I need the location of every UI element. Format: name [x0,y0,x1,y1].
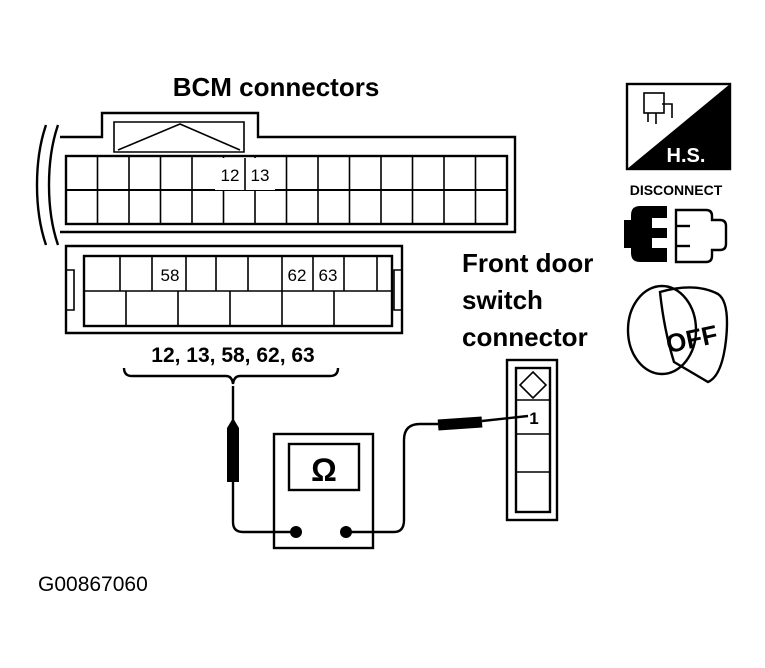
ohm-symbol: Ω [311,452,337,488]
front-door-pin-1: 1 [529,409,538,428]
meter-terminal-left [290,526,302,538]
bcm-upper-connector: 12 13 [35,111,517,246]
probe-left [227,386,296,534]
bcm-pin-62: 62 [288,266,307,285]
diagram-title: BCM connectors [173,72,380,102]
front-door-label-line2: switch [462,285,543,315]
ohmmeter: Ω [272,432,375,550]
front-door-label-line3: connector [462,322,588,352]
front-door-switch-connector: Front door switch connector 1 [462,248,593,522]
hs-label: H.S. [667,145,706,167]
probe-right [346,414,529,534]
disconnect-label: DISCONNECT [630,182,723,198]
bcm-pin-13: 13 [251,166,270,185]
bcm-pin-12: 12 [221,166,240,185]
figure-code: G00867060 [38,573,148,596]
hs-icon: H.S. [625,82,732,171]
pin-range-label: 12, 13, 58, 62, 63 [151,344,314,367]
front-door-label-line1: Front door [462,248,593,278]
ignition-off-icon: OFF [626,284,729,384]
ignition-off-label: OFF [663,319,720,359]
bcm-pin-58: 58 [161,266,180,285]
pin-range-brace [122,367,340,385]
bcm-pin-63: 63 [319,266,338,285]
disconnect-icon: DISCONNECT [624,182,728,264]
bcm-lower-connector: 58 62 63 [64,244,404,335]
